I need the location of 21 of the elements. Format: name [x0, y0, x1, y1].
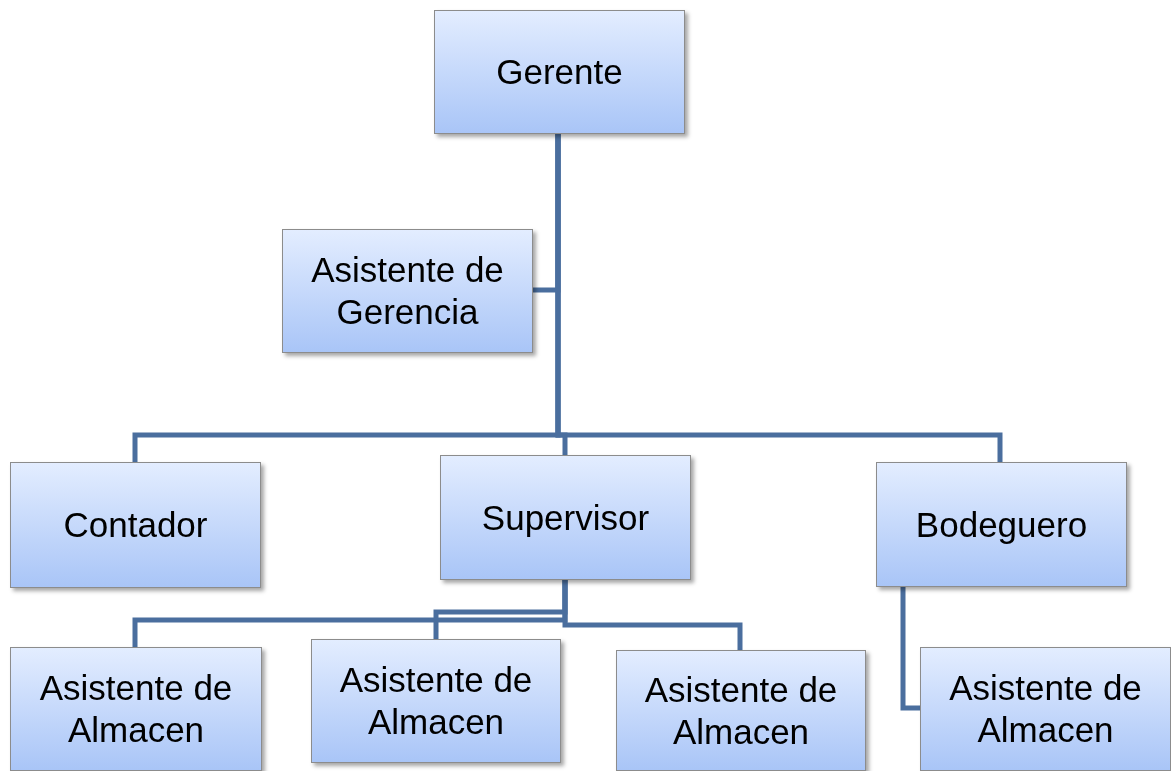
org-box: [434, 10, 685, 134]
connector-line: [900, 587, 920, 711]
role-title: Asistente de Almacen: [643, 668, 839, 753]
org-box: [10, 647, 262, 771]
org-box: [616, 650, 866, 771]
connector-line: [562, 580, 743, 650]
role-title: Contador: [62, 504, 209, 546]
org-box: [282, 229, 533, 353]
org-box: [440, 455, 691, 580]
role-title: Asistente de Gerencia: [310, 249, 505, 333]
role-title: Bodeguero: [914, 503, 1089, 546]
connector-line: [555, 134, 1003, 462]
role-title: Asistente de Almacen: [38, 667, 234, 751]
org-box: [876, 462, 1127, 587]
org-box: [920, 647, 1171, 771]
org-box: [311, 639, 561, 763]
role-title: Supervisor: [480, 496, 651, 539]
role-title: Asistente de Almacen: [338, 659, 534, 743]
org-box: [10, 462, 261, 588]
role-title: Asistente de Almacen: [948, 667, 1143, 751]
role-title: Gerente: [495, 51, 624, 93]
